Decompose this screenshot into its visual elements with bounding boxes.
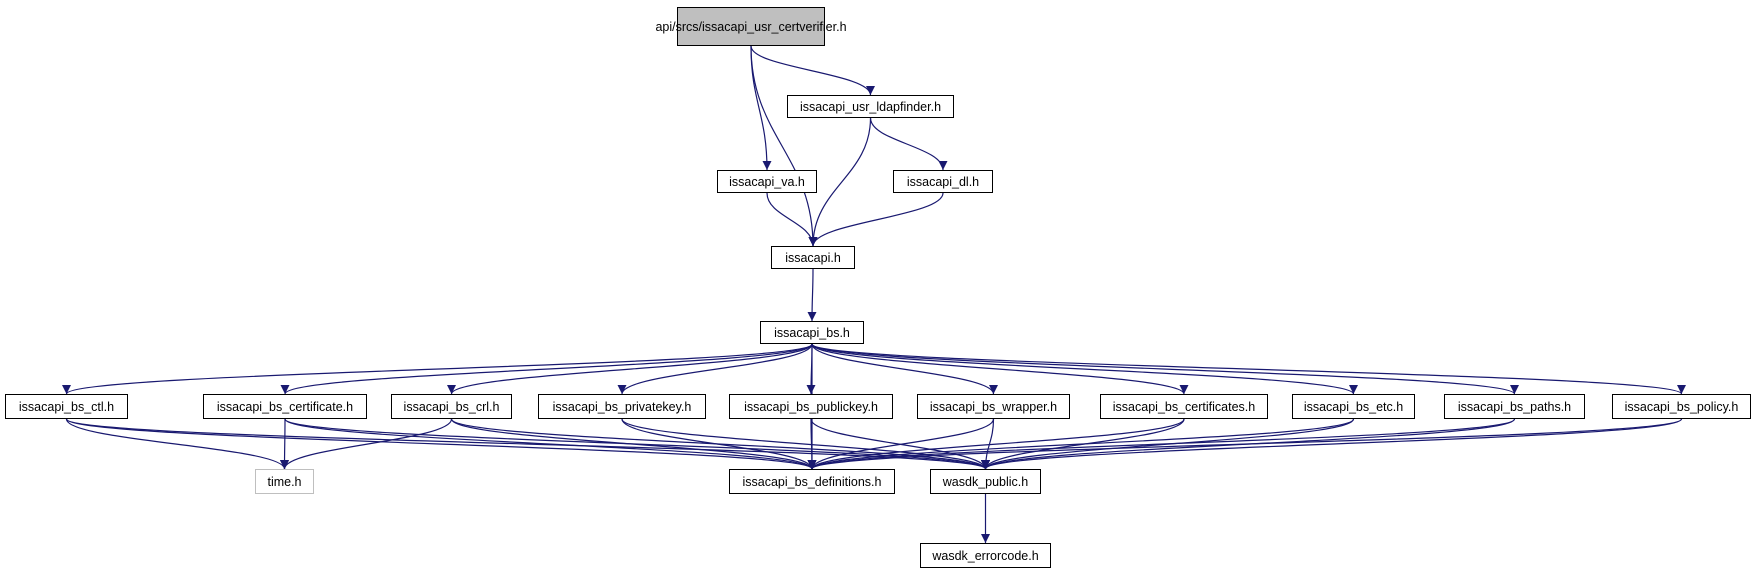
node-root-certverifier-header[interactable]: api/srcs/issacapi_usr_certverifier.h: [655, 7, 847, 46]
edge-bs-to-bs_etc: [811, 343, 1358, 395]
node-issacapi-dl[interactable]: issacapi_dl.h: [893, 170, 993, 193]
edge-bs-to-bs_policy: [811, 343, 1686, 395]
edge-bs_privatekey-to-wasdk_public: [621, 418, 990, 470]
node-issacapi-bs-certificate[interactable]: issacapi_bs_certificate.h: [203, 394, 367, 419]
edge-bs_certificate-to-time: [280, 418, 290, 470]
edge-ldapfinder-to-dl: [869, 117, 948, 171]
edge-root-to-va: [750, 45, 772, 171]
edge-bs_paths-to-bs_definitions: [807, 418, 1516, 470]
edge-bs_crl-to-bs_definitions: [450, 418, 817, 470]
edge-bs_certificate-to-bs_definitions: [284, 418, 817, 470]
edge-bs_ctl-to-bs_definitions: [65, 418, 817, 470]
node-issacapi-bs-paths[interactable]: issacapi_bs_paths.h: [1444, 394, 1585, 419]
node-wasdk-errorcode[interactable]: wasdk_errorcode.h: [920, 543, 1051, 568]
node-issacapi-bs-privatekey[interactable]: issacapi_bs_privatekey.h: [538, 394, 706, 419]
node-time-h: time.h: [255, 469, 314, 494]
node-issacapi-bs-publickey[interactable]: issacapi_bs_publickey.h: [729, 394, 893, 419]
edge-bs-to-bs_privatekey: [617, 343, 813, 395]
edge-bs_crl-to-time: [280, 418, 453, 470]
edge-bs-to-bs_certificate: [280, 343, 813, 395]
edge-issacapi-to-bs: [807, 268, 817, 322]
edge-bs_certificates-to-bs_definitions: [807, 418, 1185, 470]
node-issacapi-va[interactable]: issacapi_va.h: [717, 170, 817, 193]
edge-bs_etc-to-bs_definitions: [807, 418, 1355, 470]
node-issacapi[interactable]: issacapi.h: [771, 246, 855, 269]
edge-bs_policy-to-bs_definitions: [807, 418, 1683, 470]
edge-root-to-issacapi: [750, 45, 818, 247]
edge-dl-to-issacapi: [808, 192, 944, 247]
edge-bs_privatekey-to-bs_definitions: [621, 418, 817, 470]
node-issacapi-bs-etc[interactable]: issacapi_bs_etc.h: [1292, 394, 1415, 419]
node-issacapi-bs-certificates[interactable]: issacapi_bs_certificates.h: [1100, 394, 1268, 419]
edge-bs-to-bs_wrapper: [811, 343, 998, 395]
node-issacapi-bs-crl[interactable]: issacapi_bs_crl.h: [391, 394, 512, 419]
edge-bs_ctl-to-wasdk_public: [65, 418, 990, 470]
edge-bs-to-bs_certificates: [811, 343, 1189, 395]
edge-bs_wrapper-to-bs_definitions: [807, 418, 995, 470]
node-issacapi-bs-definitions[interactable]: issacapi_bs_definitions.h: [729, 469, 895, 494]
edge-ldapfinder-to-issacapi: [808, 117, 872, 247]
node-issacapi-bs-wrapper[interactable]: issacapi_bs_wrapper.h: [917, 394, 1070, 419]
edge-bs-to-bs_crl: [447, 343, 813, 395]
node-issacapi-usr-ldapfinder[interactable]: issacapi_usr_ldapfinder.h: [787, 95, 954, 118]
node-issacapi-bs-policy[interactable]: issacapi_bs_policy.h: [1612, 394, 1751, 419]
edge-bs_policy-to-wasdk_public: [981, 418, 1683, 470]
node-issacapi-bs-ctl[interactable]: issacapi_bs_ctl.h: [5, 394, 128, 419]
node-issacapi-bs[interactable]: issacapi_bs.h: [760, 321, 864, 344]
edge-bs_ctl-to-time: [65, 418, 289, 470]
edge-root-to-ldapfinder: [750, 45, 875, 96]
edge-bs_publickey-to-wasdk_public: [810, 418, 990, 470]
node-wasdk-public[interactable]: wasdk_public.h: [930, 469, 1041, 494]
edge-bs-to-bs_paths: [811, 343, 1519, 395]
edge-va-to-issacapi: [766, 192, 818, 247]
edge-bs-to-bs_ctl: [62, 343, 813, 395]
